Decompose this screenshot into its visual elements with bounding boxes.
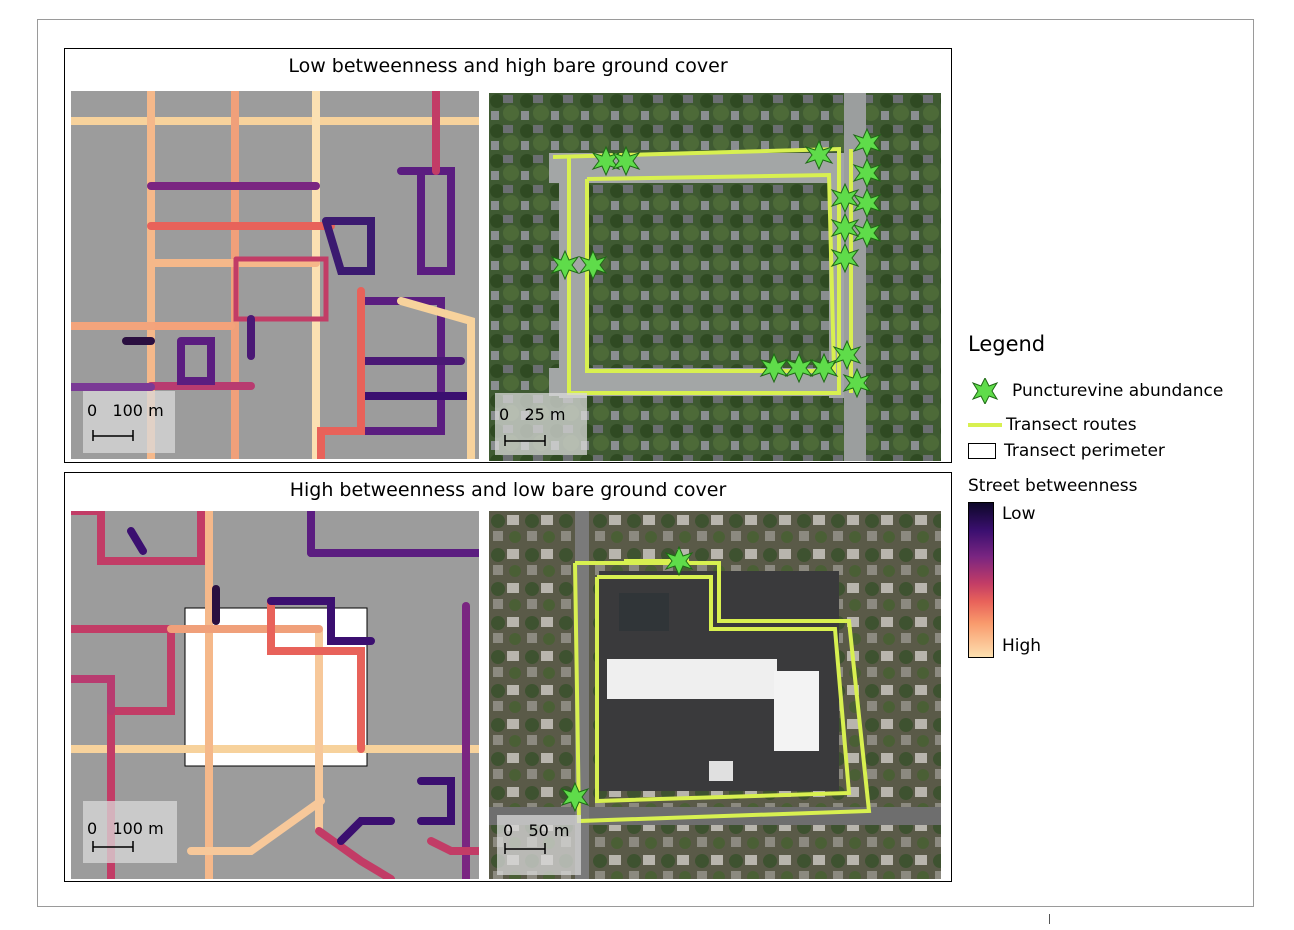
scale-label: 0 100 m	[87, 819, 164, 838]
panel-title: High betweenness and low bare ground cov…	[289, 479, 727, 501]
street-map-low[interactable]: 0 100 m	[71, 91, 479, 459]
scale-label: 0 50 m	[503, 821, 570, 840]
ramp-high-label: High	[1002, 636, 1042, 656]
green-star-icon	[971, 378, 999, 404]
scale-label: 0 100 m	[87, 401, 164, 420]
legend-label: Puncturevine abundance	[1012, 381, 1224, 401]
panel-high-betweenness: High betweenness and low bare ground cov…	[64, 472, 952, 882]
legend-label: Transect routes	[1006, 415, 1137, 435]
legend-label: Transect perimeter	[1004, 441, 1165, 461]
legend-title: Legend	[968, 332, 1046, 356]
ramp-low-label: Low	[1002, 504, 1036, 524]
legend-item-transect-routes: Transect routes	[968, 415, 1137, 435]
betweenness-color-ramp	[968, 502, 994, 658]
page-tick-mark	[1049, 914, 1050, 924]
legend-item-puncturevine: Puncturevine abundance	[968, 378, 1223, 404]
panel-low-betweenness: Low betweenness and high bare ground cov…	[64, 48, 952, 463]
aerial-map-high[interactable]: 0 50 m	[489, 511, 941, 879]
legend-item-transect-perimeter: Transect perimeter	[968, 441, 1165, 461]
panel-title: Low betweenness and high bare ground cov…	[288, 55, 728, 77]
ramp-title: Street betweenness	[968, 476, 1138, 496]
figure-frame	[37, 19, 1254, 907]
scale-label: 0 25 m	[499, 405, 566, 424]
aerial-map-low[interactable]: 0 25 m	[489, 93, 941, 461]
white-box-icon	[968, 443, 996, 459]
street-map-high[interactable]: 0 100 m	[71, 511, 479, 879]
yellow-line-icon	[968, 423, 1002, 427]
